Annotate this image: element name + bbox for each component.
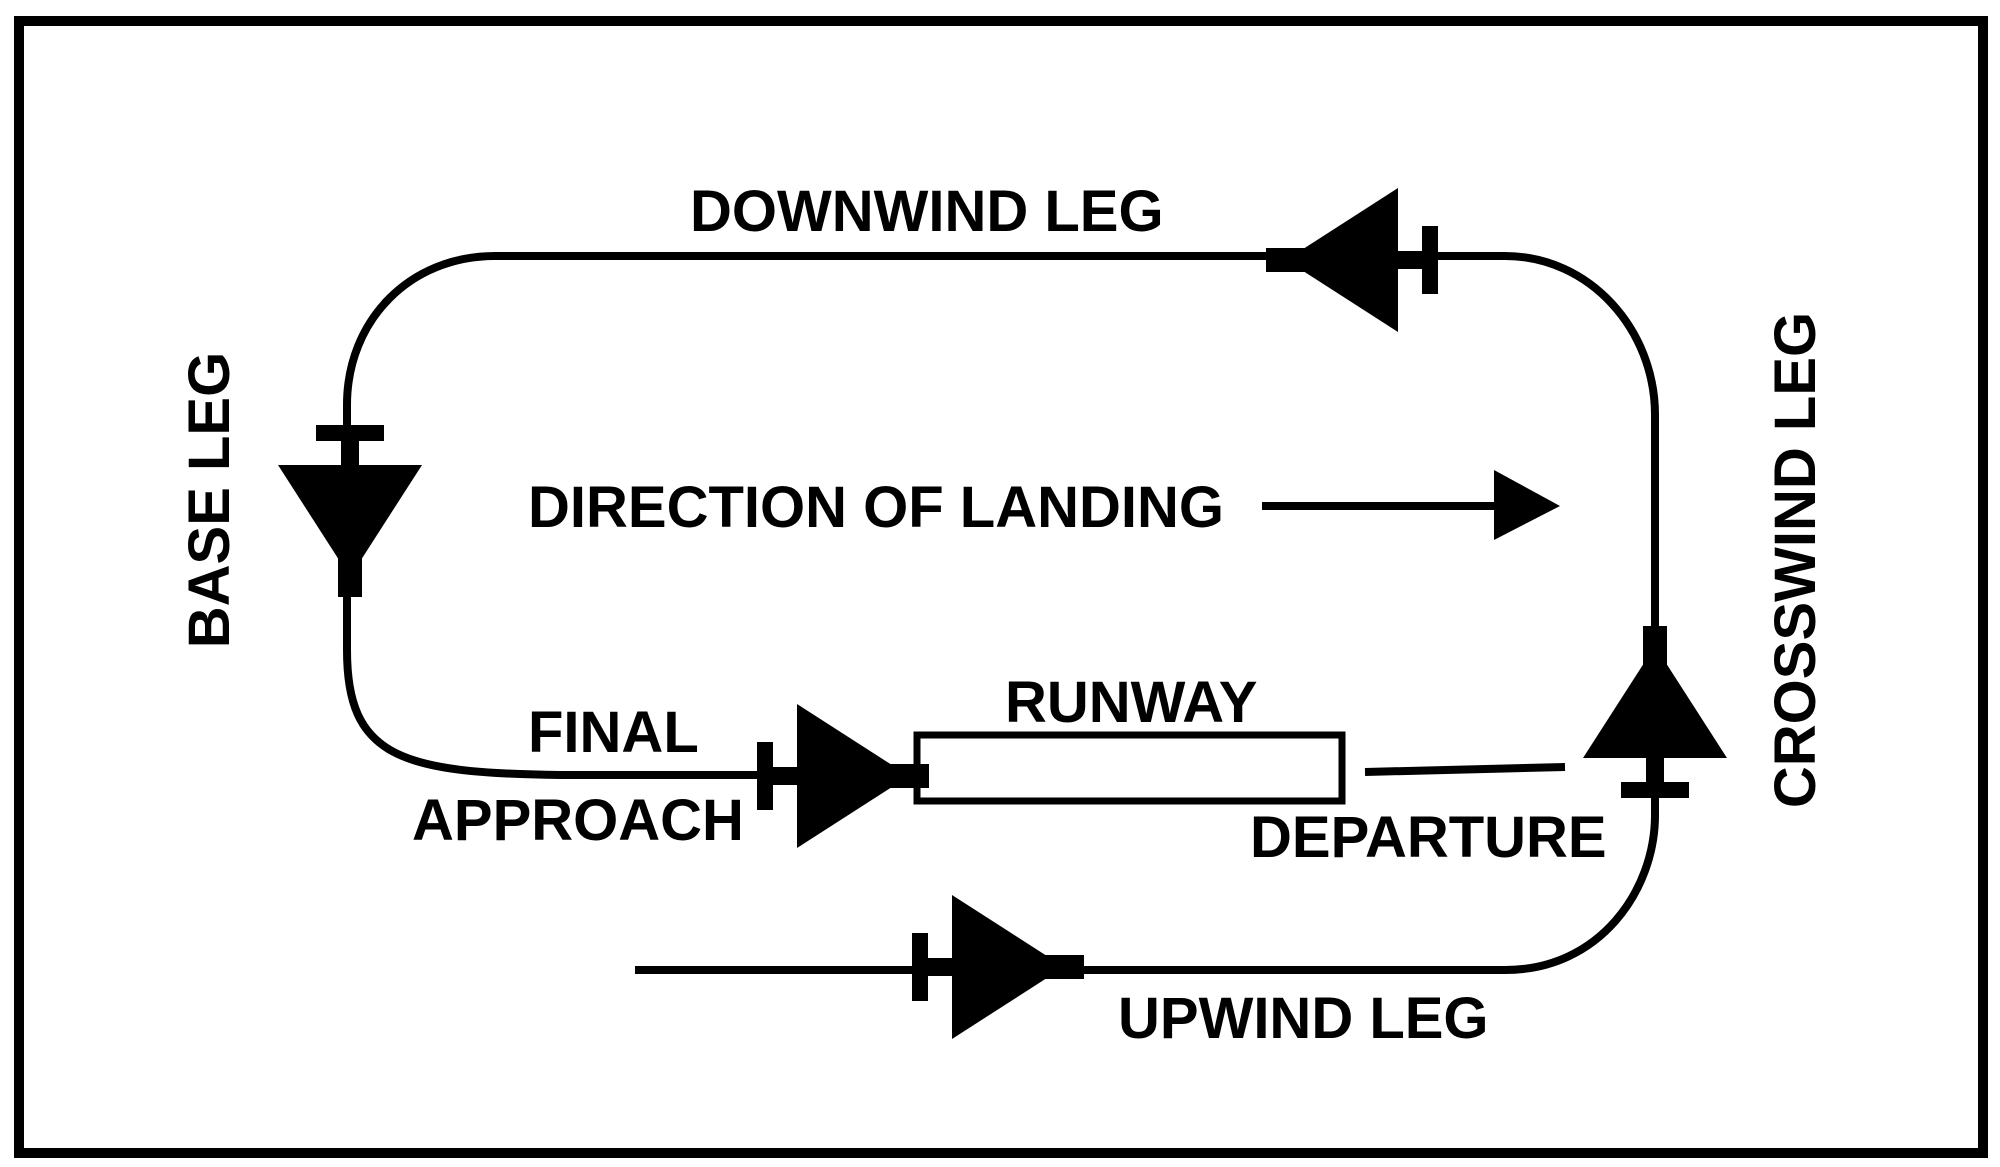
pattern-top-path	[343, 252, 1659, 638]
direction-of-landing-label: DIRECTION OF LANDING	[528, 475, 1224, 540]
airplane-icon	[1266, 188, 1438, 332]
airplane-icon	[1583, 626, 1727, 798]
runway-label: RUNWAY	[1005, 670, 1257, 735]
airplane-icon	[757, 704, 929, 848]
final-label: FINAL	[528, 700, 699, 765]
arrow-right-icon	[1262, 470, 1560, 540]
final-approach-path	[343, 580, 780, 779]
outer-frame	[14, 16, 1988, 1158]
upwind-leg-label: UPWIND LEG	[1118, 986, 1489, 1051]
base-leg-label: BASE LEG	[177, 352, 242, 649]
upwind-leg-path	[635, 775, 1659, 974]
departure-line	[1364, 763, 1566, 776]
approach-label: APPROACH	[412, 788, 744, 853]
airplane-icon	[278, 425, 422, 597]
crosswind-leg-label: CROSSWIND LEG	[1763, 312, 1828, 808]
runway	[913, 731, 1346, 805]
airplane-icon	[912, 895, 1084, 1039]
downwind-leg-label: DOWNWIND LEG	[690, 179, 1164, 244]
departure-label: DEPARTURE	[1250, 805, 1607, 870]
